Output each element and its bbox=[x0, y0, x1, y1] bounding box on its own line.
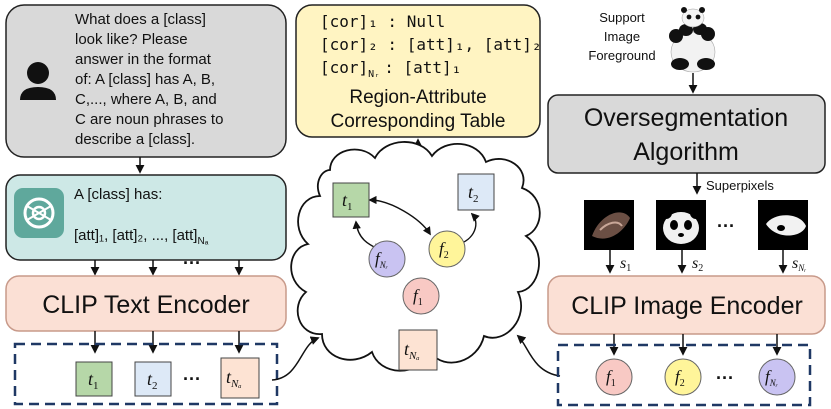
chatgpt-logo-icon bbox=[14, 188, 64, 238]
cloud-node-t1: t1 bbox=[332, 182, 370, 218]
svg-text:tNₐ: tNₐ bbox=[226, 367, 242, 390]
image-token-f2: f2 bbox=[664, 358, 702, 396]
superpixel-image-2 bbox=[656, 200, 706, 250]
prompt-line: answer in the format bbox=[75, 51, 212, 68]
prompt-box: What does a [class] look like? Please an… bbox=[5, 4, 287, 158]
svg-text:t1: t1 bbox=[88, 369, 99, 392]
support-label-line3: Foreground bbox=[588, 48, 655, 63]
table-caption-line1: Region-Attribute bbox=[349, 87, 486, 108]
clip-image-encoder: CLIP Image Encoder bbox=[547, 275, 826, 335]
table-row: [cor]₁ : Null bbox=[320, 12, 445, 31]
superpixel-arrows bbox=[605, 250, 788, 274]
ellipsis: ··· bbox=[183, 253, 201, 273]
svg-text:t2: t2 bbox=[147, 369, 158, 392]
panda-support-image bbox=[669, 7, 716, 73]
prompt-line: of: A [class] has A, B, bbox=[75, 71, 215, 88]
table-row: [cor]Nᵣ: [att]₁ bbox=[320, 58, 461, 80]
arrow-image-to-cloud bbox=[516, 334, 561, 377]
image-token-f1: f1 bbox=[595, 358, 633, 396]
text-token-t2: t2 bbox=[134, 361, 172, 397]
superpixel-image-n bbox=[758, 200, 808, 250]
svg-text:f1: f1 bbox=[413, 286, 423, 308]
superpixels-label: Superpixels bbox=[706, 178, 774, 193]
text-token-tna: tNₐ bbox=[220, 357, 260, 399]
superpixel-label-s1: s1 bbox=[620, 255, 631, 274]
arrow-text-to-cloud bbox=[271, 336, 320, 381]
superpixel-label-s2: s2 bbox=[692, 255, 703, 274]
svg-text:tNₐ: tNₐ bbox=[404, 339, 420, 362]
cloud-node-t2: t2 bbox=[457, 173, 495, 211]
svg-text:f2: f2 bbox=[675, 367, 685, 389]
image-token-group: f1 f2 ··· fNᵣ bbox=[556, 343, 812, 407]
llm-answer-box: A [class] has: [att]₁, [att]₂, ..., [att… bbox=[5, 174, 287, 261]
svg-text:fNᵣ: fNᵣ bbox=[765, 367, 778, 388]
cloud-node-f2: f2 bbox=[428, 230, 466, 268]
oversegmentation-box: Oversegmentation Algorithm bbox=[547, 94, 826, 174]
prompt-line: describe a [class]. bbox=[75, 131, 195, 148]
ellipsis: ··· bbox=[717, 216, 735, 236]
llm-answer-line1: A [class] has: bbox=[74, 186, 162, 203]
overseg-line2: Algorithm bbox=[633, 138, 739, 166]
svg-text:t2: t2 bbox=[468, 182, 479, 205]
image-encoder-label: CLIP Image Encoder bbox=[571, 292, 803, 320]
superpixel-image-1 bbox=[584, 200, 634, 250]
cloud-node-f1: f1 bbox=[402, 277, 440, 315]
image-token-fnr: fNᵣ bbox=[758, 358, 796, 396]
support-label-line1: Support bbox=[599, 10, 645, 25]
cloud-node-tna: tNₐ bbox=[398, 329, 438, 371]
svg-text:fNᵣ: fNᵣ bbox=[375, 249, 388, 270]
encoder-to-token-arrows bbox=[90, 331, 244, 354]
support-label-line2: Image bbox=[604, 29, 640, 44]
table-caption-line2: Corresponding Table bbox=[331, 111, 506, 132]
llm-to-encoder-arrows: ··· bbox=[90, 253, 244, 276]
cloud-node-fnr: fNᵣ bbox=[368, 240, 406, 278]
overseg-line1: Oversegmentation bbox=[584, 104, 788, 132]
prompt-line: look like? Please bbox=[75, 31, 188, 48]
ellipsis: ··· bbox=[716, 368, 734, 388]
svg-text:f2: f2 bbox=[439, 239, 449, 261]
superpixel-label-sn: sNᵣ bbox=[792, 255, 806, 273]
svg-text:f1: f1 bbox=[606, 367, 616, 389]
text-token-group: t1 t2 ··· tNₐ bbox=[13, 342, 279, 406]
text-encoder-label: CLIP Text Encoder bbox=[42, 291, 250, 319]
prompt-line: C are noun phrases to bbox=[75, 111, 223, 128]
region-attribute-table: [cor]₁ : Null [cor]₂ : [att]₁, [att]₂ [c… bbox=[295, 4, 542, 138]
support-image-label: Support Image Foreground bbox=[588, 10, 655, 63]
ellipsis: ··· bbox=[183, 369, 201, 389]
llm-answer-line2: [att]₁, [att]₂, ..., [att]Nₐ bbox=[74, 227, 209, 247]
text-token-t1: t1 bbox=[75, 361, 113, 397]
svg-text:t1: t1 bbox=[342, 190, 353, 213]
prompt-line: C,..., where A, B, and bbox=[75, 91, 217, 108]
table-row: [cor]₂ : [att]₁, [att]₂ bbox=[320, 35, 542, 54]
user-icon bbox=[20, 62, 56, 100]
clip-text-encoder: CLIP Text Encoder bbox=[5, 275, 287, 332]
prompt-line: What does a [class] bbox=[75, 11, 206, 28]
